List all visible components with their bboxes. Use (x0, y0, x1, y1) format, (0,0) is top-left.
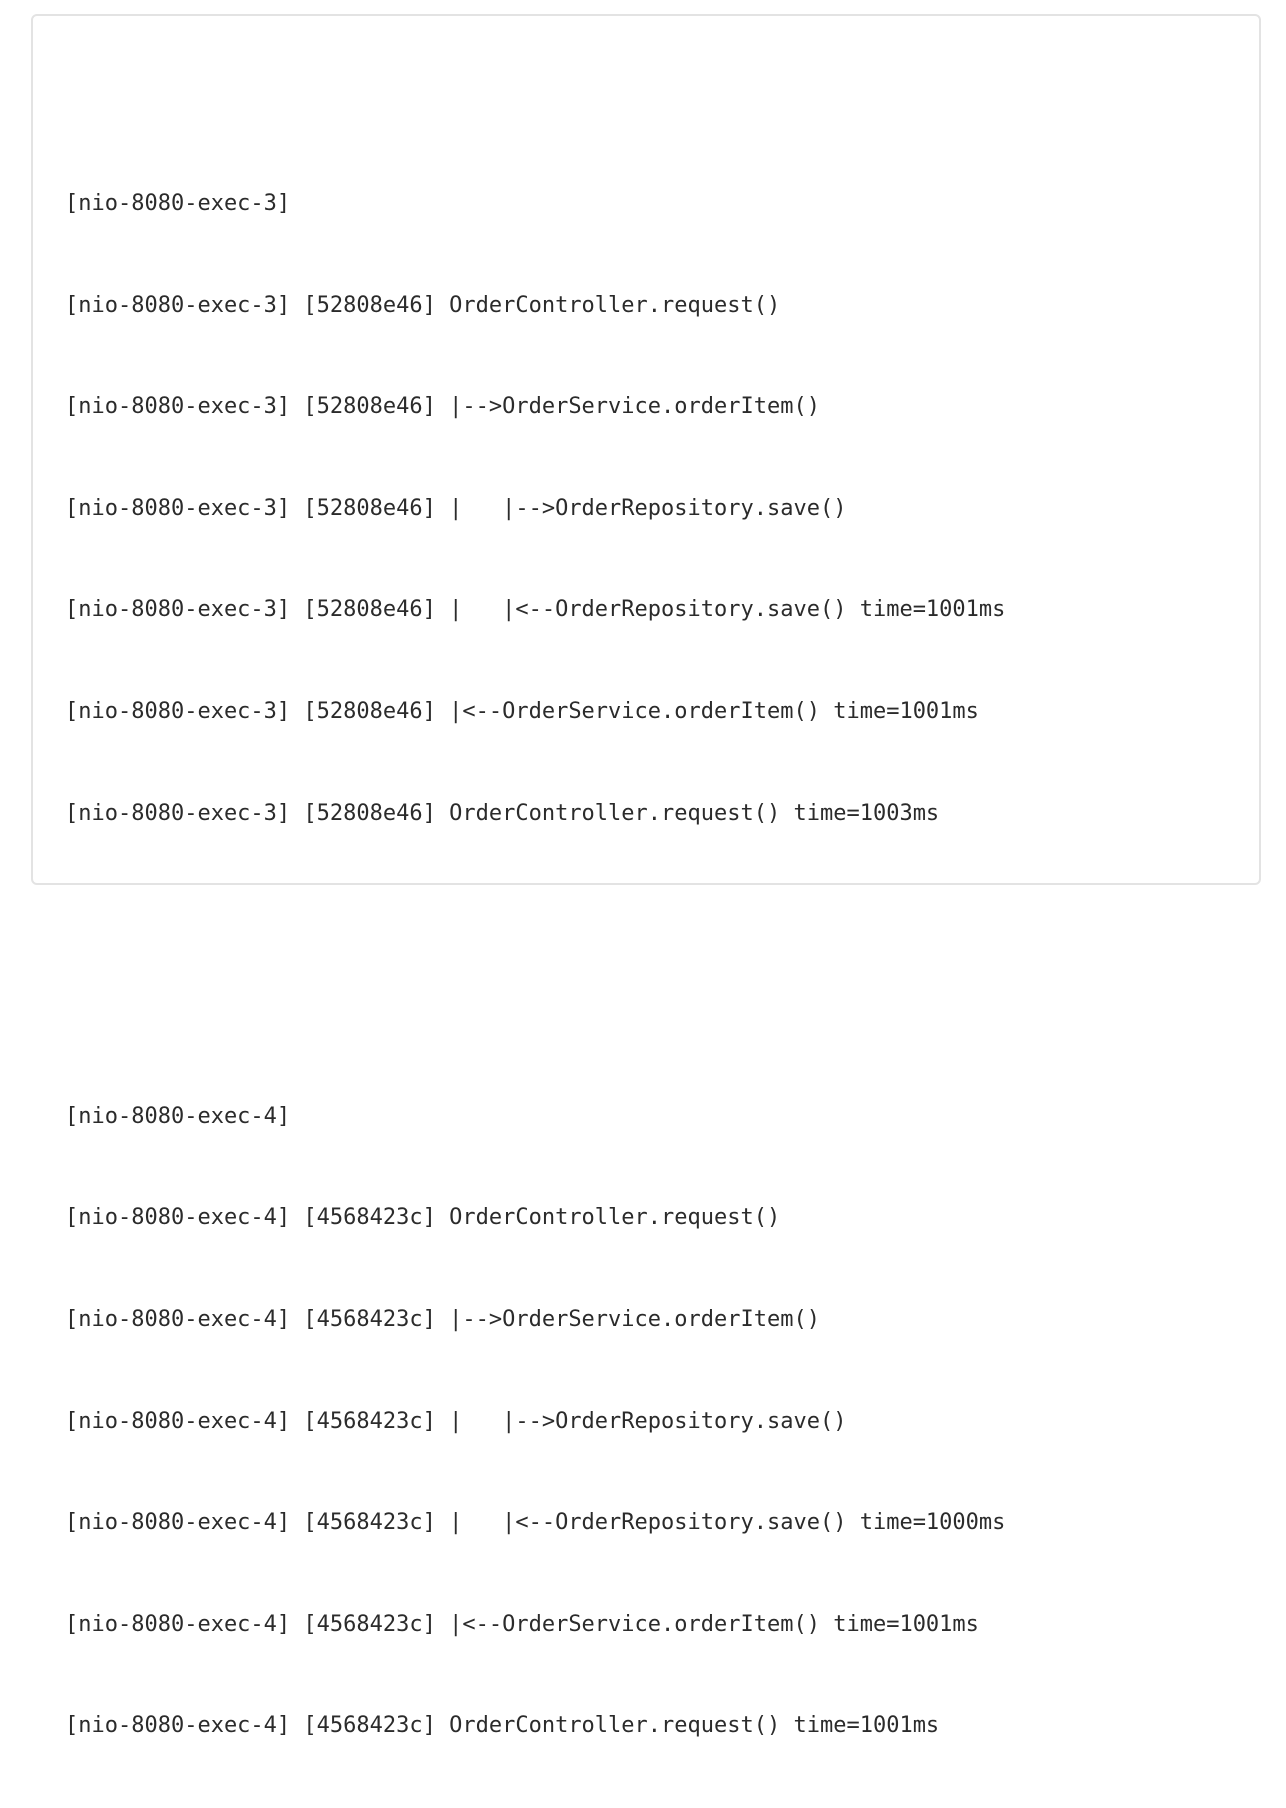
log-line: [nio-8080-exec-3] [52808e46] | |<--Order… (65, 597, 1006, 623)
log-line: [nio-8080-exec-4] [4568423c] | |-->Order… (65, 1408, 847, 1434)
log-line: [nio-8080-exec-3] [52808e46] OrderContro… (65, 292, 781, 318)
log-line: [nio-8080-exec-4] [4568423c] OrderContro… (65, 1713, 940, 1739)
log-line: [nio-8080-exec-4] [4568423c] OrderContro… (65, 1205, 781, 1231)
thread-header: [nio-8080-exec-4] (65, 1103, 291, 1129)
log-group-exec-3: [nio-8080-exec-3] [nio-8080-exec-3] [528… (65, 128, 1005, 889)
log-line: [nio-8080-exec-3] [52808e46] | |-->Order… (65, 495, 847, 521)
log-output: [nio-8080-exec-3] [nio-8080-exec-3] [528… (65, 78, 1005, 1808)
log-line: [nio-8080-exec-4] [4568423c] |<--OrderSe… (65, 1611, 979, 1637)
blank-line (65, 939, 1005, 991)
log-code-block: [nio-8080-exec-3] [nio-8080-exec-3] [528… (31, 14, 1261, 1738)
thread-header: [nio-8080-exec-3] (65, 191, 291, 216)
log-line: [nio-8080-exec-3] [52808e46] OrderContro… (65, 800, 940, 826)
log-group-exec-4: [nio-8080-exec-4] [nio-8080-exec-4] [456… (65, 1041, 1005, 1802)
log-line: [nio-8080-exec-3] [52808e46] |-->OrderSe… (65, 394, 820, 420)
log-line: [nio-8080-exec-4] [4568423c] | |<--Order… (65, 1510, 1006, 1536)
log-line: [nio-8080-exec-3] [52808e46] |<--OrderSe… (65, 698, 979, 724)
log-line: [nio-8080-exec-4] [4568423c] |-->OrderSe… (65, 1306, 820, 1332)
